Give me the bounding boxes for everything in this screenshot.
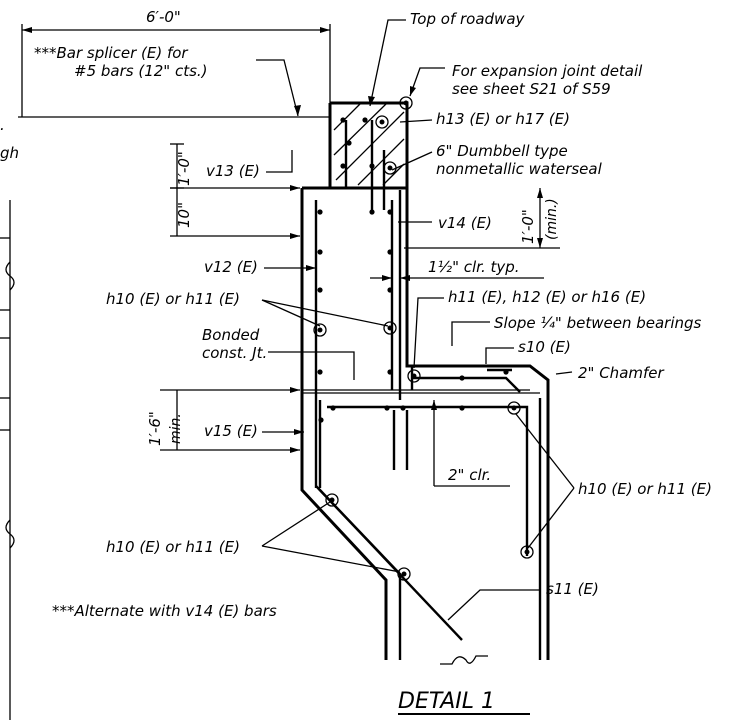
label-v13: v13 (E): [206, 162, 260, 180]
joint-hatch: [333, 103, 405, 186]
dim-1ft-0: 1′-0": [175, 151, 193, 186]
label-v15: v15 (E): [204, 422, 258, 440]
note-waterseal-1: 6" Dumbbell type: [436, 142, 568, 160]
detail-title: DETAIL 1: [398, 689, 495, 714]
note-chamfer: 2" Chamfer: [578, 364, 665, 382]
note-waterseal-2: nonmetallic waterseal: [436, 160, 603, 178]
left-elevation-fragment: [0, 200, 15, 720]
label-v12: v12 (E): [204, 258, 258, 276]
note-expansion-1: For expansion joint detail: [452, 62, 643, 80]
break-mark: [440, 655, 488, 665]
label-h10-h11-a: h10 (E) or h11 (E): [106, 290, 240, 308]
note-alternate: ***Alternate with v14 (E) bars: [52, 602, 277, 620]
label-h10-h11-b: h10 (E) or h11 (E): [578, 480, 712, 498]
note-h13: h13 (E) or h17 (E): [436, 110, 570, 128]
concrete-outline: [18, 101, 550, 660]
rebar-dots: [317, 117, 509, 423]
cut-text-2: gh: [0, 144, 19, 162]
circled-bars: [313, 96, 534, 581]
note-top-of-roadway: Top of roadway: [410, 10, 526, 28]
arrowheads: [22, 27, 543, 453]
cut-text-1: .: [0, 116, 5, 134]
note-bonded-1: Bonded: [202, 326, 260, 344]
annotations: 6′-0" ***Bar splicer (E) for #5 bars (12…: [0, 8, 712, 620]
dim-min-2: min.: [168, 413, 184, 444]
leader-lines: [256, 19, 575, 621]
note-bar-splicer-1: ***Bar splicer (E) for: [34, 44, 188, 62]
label-s10: s10 (E): [518, 338, 571, 356]
note-bonded-2: const. Jt.: [202, 344, 267, 362]
label-s11: s11 (E): [546, 580, 599, 598]
dim-6ft: 6′-0": [146, 8, 181, 26]
note-clr-typ: 1½" clr. typ.: [428, 258, 520, 276]
label-h11-h12-h16: h11 (E), h12 (E) or h16 (E): [448, 288, 646, 306]
note-clr-2: 2" clr.: [448, 466, 491, 484]
note-slope: Slope ¼" between bearings: [494, 314, 702, 332]
label-h10-h11-c: h10 (E) or h11 (E): [106, 538, 240, 556]
note-bar-splicer-2: #5 bars (12" cts.): [74, 62, 208, 80]
dim-min-1: (min.): [544, 198, 560, 240]
note-expansion-2: see sheet S21 of S59: [452, 80, 611, 98]
dim-10in: 10": [175, 202, 193, 228]
dim-1ft-6: 1′-6": [146, 411, 164, 446]
dim-1ft-0-min: 1′-0": [519, 209, 537, 244]
label-v14: v14 (E): [438, 214, 492, 232]
